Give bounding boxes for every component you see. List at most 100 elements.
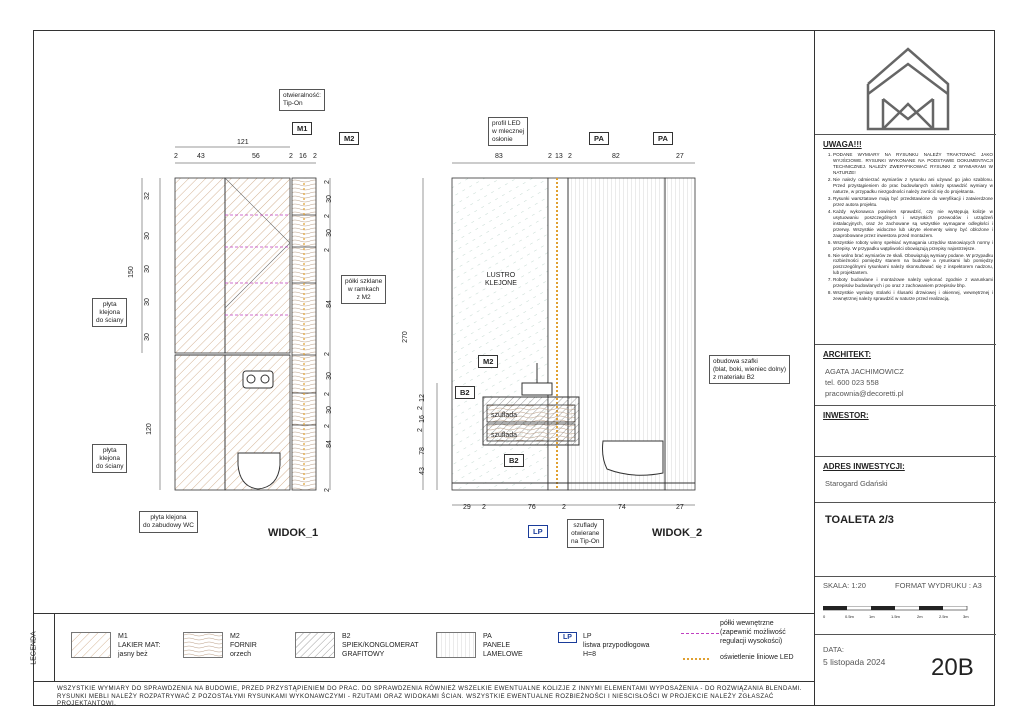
title-block: UWAGA!!! PODANE WYMIARY NA RYSUNKU NALEŻ… (814, 30, 996, 706)
legend-tag-lp: LP (558, 632, 577, 643)
view1-title: WIDOK_1 (268, 527, 319, 539)
v1-dim-top-2: 2 (174, 153, 178, 160)
scale-tick-4: 2m (917, 614, 923, 619)
v2-dim-left-5: 2 (416, 428, 424, 432)
note-5: Wszystkie roboty winny spełniać wymagani… (833, 240, 993, 252)
note-8: Wszystkie wymiary stolarki i ślusarki dr… (833, 290, 993, 302)
v1-callout-plate-2: płyta klejona do ściany (92, 444, 128, 474)
scale-tick-5: 2.5m (939, 614, 948, 619)
legend-side-label: LEGENDA (30, 631, 38, 665)
v2-dim-bottom-3: 76 (528, 504, 536, 511)
legend-swatch-m2 (183, 632, 223, 658)
v2-dim-left-4: 16 (418, 415, 426, 423)
mirror-label: LUSTRO KLEJONE (485, 272, 517, 289)
scale-tick-6: 3m (963, 614, 969, 619)
v1-dim-right-11: 2 (323, 424, 331, 428)
scale-tick-1: 0.5m (845, 614, 854, 619)
warning-title: UWAGA!!! (823, 140, 862, 149)
drawer-1-label: szuflada (491, 412, 518, 419)
v1-dim-top-5: 2 (289, 153, 293, 160)
legend: LEGENDA M1 LAKIER MAT: jasny beż M2 FORN… (30, 613, 814, 682)
v1-dim-right-3: 2 (323, 214, 331, 218)
v1-dim-left-1: 32 (143, 192, 151, 200)
v2-dim-bottom-6: 27 (676, 504, 684, 511)
v1-dim-right-13: 2 (323, 488, 331, 492)
architect-label: ARCHITEKT: (823, 350, 871, 359)
v1-dim-right-4: 30 (325, 229, 333, 237)
v1-dim-left-4: 150 (127, 266, 135, 278)
note-2: Nie należy odmierzać wymiarów z rysunku … (833, 177, 993, 195)
v1-dim-left-6: 30 (143, 265, 151, 273)
legend-led-note: oświetlenie liniowe LED (720, 654, 794, 661)
v1-dim-right-12: 84 (325, 440, 333, 448)
legend-desc-m1: LAKIER MAT: jasny beż (118, 642, 161, 658)
v2-callout-drawers: szuflady otwierane na Tip-On (567, 519, 604, 549)
date: 5 listopada 2024 (823, 657, 886, 667)
v2-dim-bottom-1: 29 (463, 504, 471, 511)
v2-dim-top-6: 27 (676, 153, 684, 160)
scale: SKALA: 1:20 (823, 581, 866, 590)
legend-desc-m2: FORNIR orzech (230, 642, 257, 658)
v1-tag-m2: M2 (339, 132, 360, 145)
legend-code-lp: LP (583, 633, 592, 640)
legend-desc-pa: PANELE LAMELOWE (483, 642, 523, 658)
v1-tag-m1: M1 (292, 122, 313, 135)
v1-callout-shelves: półki szklane w ramkach z M2 (341, 275, 387, 305)
legend-desc-lp: listwa przypodłogowa H=8 (583, 642, 650, 658)
v1-dim-right-2: 30 (325, 195, 333, 203)
v1-callout-tip-on: otwieralność: Tip-On (279, 89, 325, 111)
v2-tag-m2: M2 (478, 355, 499, 368)
v2-tag-b2-2: B2 (504, 454, 524, 467)
v1-dim-top-6: 16 (299, 153, 307, 160)
legend-swatch-b2 (295, 632, 335, 658)
v2-dim-top-2: 2 (548, 153, 552, 160)
architect-phone: tel. 600 023 558 (825, 378, 879, 387)
legend-shelves-line (681, 633, 719, 634)
address-label: ADRES INWESTYCJI: (823, 462, 905, 471)
legend-swatch-m1 (71, 632, 111, 658)
v2-tag-b2-1: B2 (455, 386, 475, 399)
v1-dim-right-6: 84 (325, 300, 333, 308)
v2-dim-bottom-2: 2 (482, 504, 486, 511)
legend-led-line (683, 658, 709, 660)
v2-dim-top-5: 82 (612, 153, 620, 160)
legend-code-m1: M1 (118, 633, 128, 640)
architect-name: AGATA JACHIMOWICZ (825, 367, 904, 376)
v1-callout-plate-wc: płyta klejona do zabudowy WC (139, 511, 198, 533)
scale-tick-3: 1.5m (891, 614, 900, 619)
note-4: Każdy wykonawca powinien sprawdzić, czy … (833, 209, 993, 239)
v2-callout-led: profil LED w mlecznej osłonie (488, 117, 529, 147)
v1-dim-top-7: 2 (313, 153, 317, 160)
v2-dim-left-3: 2 (416, 406, 424, 410)
v1-dim-right-7: 2 (323, 352, 331, 356)
v2-dim-bottom-4: 2 (562, 504, 566, 511)
v1-dim-top-3: 43 (197, 153, 205, 160)
drawing-frame (33, 30, 995, 706)
scale-tick-2: 1m (869, 614, 875, 619)
v2-dim-bottom-5: 74 (618, 504, 626, 511)
v2-dim-left-6: 78 (418, 447, 426, 455)
legend-code-m2: M2 (230, 633, 240, 640)
v1-dim-left-7: 120 (145, 423, 153, 435)
v1-callout-plate-1: płyta klejona do ściany (92, 298, 128, 328)
v2-dim-top-3: 13 (555, 153, 563, 160)
bottom-note: WSZYSTKIE WYMIARY DO SPRAWDZENIA NA BUDO… (33, 681, 814, 707)
v1-dim-right-8: 30 (325, 372, 333, 380)
v1-dim-left-2: 30 (143, 232, 151, 240)
print-format: FORMAT WYDRUKU : A3 (895, 581, 982, 590)
v1-dim-right-5: 2 (323, 248, 331, 252)
note-1: PODANE WYMIARY NA RYSUNKU NALEŻY TRAKTOW… (833, 152, 993, 176)
legend-code-pa: PA (483, 633, 492, 640)
v2-tag-pa-2: PA (653, 132, 673, 145)
note-7: Roboty budowlane i montażowe należy wyko… (833, 277, 993, 289)
investor-label: INWESTOR: (823, 411, 869, 420)
v1-dim-top-4: 56 (252, 153, 260, 160)
legend-desc-b2: SPIEK/KONGLOMERAT GRAFITOWY (342, 642, 419, 658)
sheet-title: TOALETA 2/3 (825, 514, 894, 526)
v1-dim-left-3: 30 (143, 298, 151, 306)
sheet-number: 20B (931, 654, 974, 681)
warning-notes: PODANE WYMIARY NA RYSUNKU NALEŻY TRAKTOW… (823, 152, 993, 303)
legend-code-b2: B2 (342, 633, 351, 640)
note-3: Rysunki warsztatowe mają być przedstawio… (833, 196, 993, 208)
v2-dim-left-7: 43 (418, 467, 426, 475)
